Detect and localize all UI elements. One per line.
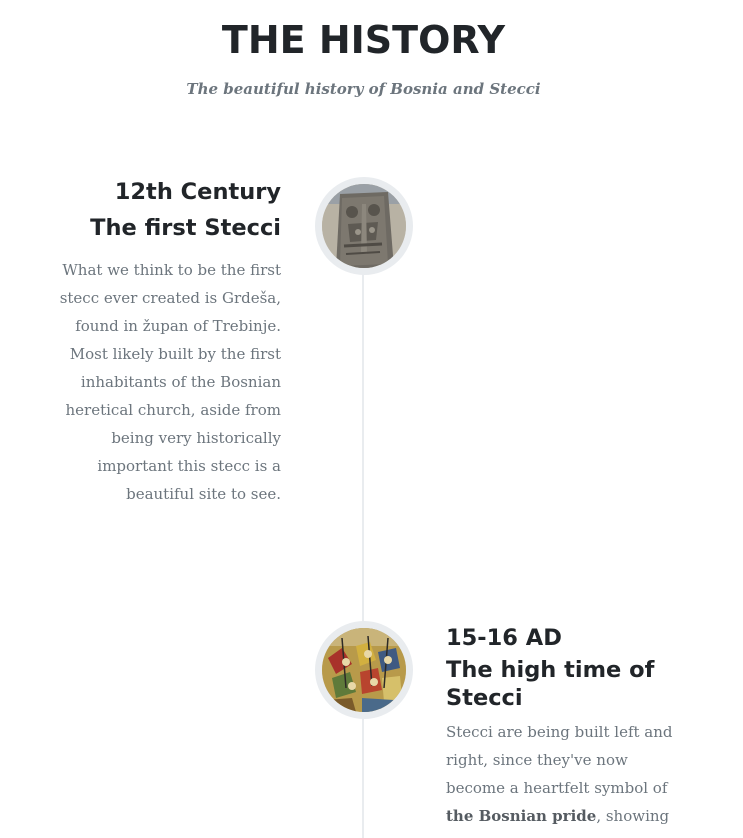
timeline-line xyxy=(362,270,364,838)
timeline-body-2-text-b: , showing xyxy=(596,807,670,825)
timeline-image-stecak xyxy=(315,177,413,275)
timeline-heading-1: 12th Century xyxy=(114,179,281,205)
timeline-image-battle xyxy=(315,621,413,719)
section-subheading: The beautiful history of Bosnia and Stec… xyxy=(186,80,541,98)
timeline-panel-2: 15-16 AD The high time of Stecci Stecci … xyxy=(446,620,686,830)
timeline-panel-1: 12th Century The first Stecci What we th… xyxy=(40,174,281,508)
timeline-subheading-1: The first Stecci xyxy=(90,215,281,241)
battle-painting-icon xyxy=(322,628,406,712)
timeline-body-2-strong: the Bosnian pride xyxy=(446,807,597,825)
timeline-subheading-2: The high time of Stecci xyxy=(446,657,655,711)
timeline-heading-2: 15-16 AD xyxy=(446,625,562,651)
stecak-tombstone-icon xyxy=(322,184,406,268)
section-heading: THE HISTORY xyxy=(221,18,506,62)
timeline-body-1: What we think to be the first stecc ever… xyxy=(59,261,281,503)
timeline-body-2: Stecci are being built left and right, s… xyxy=(446,718,686,830)
timeline-body-2-text-a: Stecci are being built left and right, s… xyxy=(446,723,673,797)
